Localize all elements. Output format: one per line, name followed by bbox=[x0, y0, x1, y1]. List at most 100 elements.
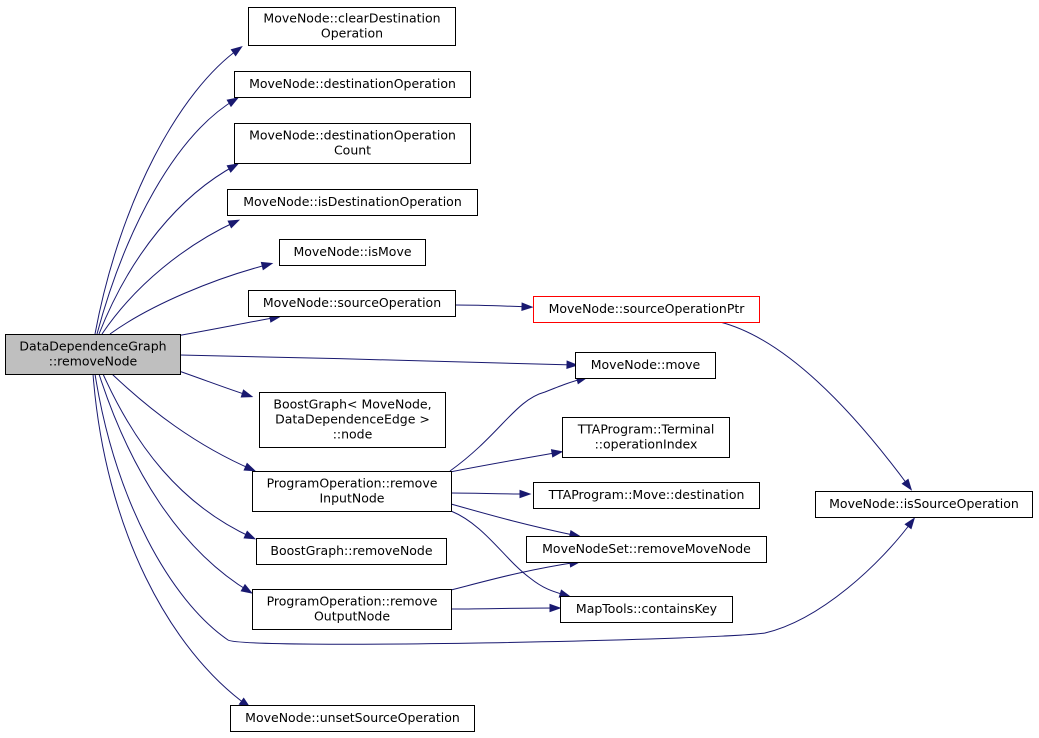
edge-line bbox=[454, 304, 531, 308]
arrowhead bbox=[226, 163, 240, 173]
edge-line bbox=[450, 503, 579, 537]
edge-root-to-isDestOp bbox=[101, 219, 241, 335]
node-box bbox=[227, 189, 478, 216]
node-label-line: ProgramOperation::remove bbox=[267, 476, 438, 491]
node-srcOp[interactable]: MoveNode::sourceOperation bbox=[248, 290, 456, 317]
edge-root-to-bgNode bbox=[175, 369, 254, 398]
edges-layer bbox=[92, 45, 916, 709]
edge-root-to-isMove bbox=[109, 261, 274, 335]
node-box bbox=[252, 471, 452, 512]
node-label-line: Operation bbox=[321, 26, 383, 41]
node-containsKey[interactable]: MapTools::containsKey bbox=[560, 596, 733, 623]
node-label-line: TTAProgram::Terminal bbox=[577, 422, 715, 437]
arrowhead bbox=[240, 583, 253, 594]
arrowhead bbox=[904, 517, 916, 530]
node-label-line: MoveNode::isMove bbox=[293, 244, 411, 259]
node-move[interactable]: MoveNode::move bbox=[575, 352, 716, 379]
node-box bbox=[562, 417, 730, 458]
node-label-line: MoveNode::isDestinationOperation bbox=[243, 194, 462, 209]
arrowhead bbox=[243, 462, 257, 472]
node-label-line: ::operationIndex bbox=[595, 437, 698, 452]
edge-line bbox=[175, 316, 279, 337]
node-label-line: ProgramOperation::remove bbox=[267, 594, 438, 609]
edge-root-to-unsetSrc bbox=[92, 373, 251, 709]
node-label-line: MoveNode::isSourceOperation bbox=[829, 496, 1019, 511]
edge-line bbox=[98, 164, 237, 335]
node-box bbox=[575, 352, 716, 379]
arrowhead bbox=[226, 97, 239, 108]
edge-removeOutput-to-removeMoveNode bbox=[450, 558, 582, 591]
arrowhead bbox=[521, 302, 534, 311]
edge-removeInput-to-opIndex bbox=[449, 449, 564, 473]
edge-line bbox=[101, 220, 238, 335]
node-label-line: OutputNode bbox=[314, 609, 390, 624]
node-label-line: DataDependenceEdge > bbox=[275, 412, 430, 427]
edge-root-to-destOpCount bbox=[98, 163, 240, 335]
node-label-line: Count bbox=[334, 143, 371, 158]
edge-root-to-removeOutput bbox=[98, 373, 253, 594]
node-box bbox=[230, 705, 475, 732]
arrowhead bbox=[550, 449, 564, 458]
arrowhead bbox=[240, 389, 254, 398]
node-bgRemoveNode[interactable]: BoostGraph::removeNode bbox=[256, 538, 447, 565]
edge-removeInput-to-removeMoveNode bbox=[450, 503, 582, 539]
edge-root-to-removeInput bbox=[111, 373, 257, 472]
edge-line bbox=[94, 47, 241, 335]
node-label-line: MoveNode::destinationOperation bbox=[249, 76, 456, 91]
arrowhead bbox=[901, 478, 913, 491]
node-box bbox=[248, 7, 456, 46]
edge-line bbox=[98, 373, 251, 593]
edge-line bbox=[175, 369, 251, 397]
arrowhead bbox=[227, 219, 241, 229]
node-srcOpPtr[interactable]: MoveNode::sourceOperationPtr bbox=[533, 296, 760, 323]
node-box bbox=[533, 482, 760, 509]
arrowhead bbox=[549, 603, 562, 613]
node-box bbox=[256, 538, 447, 565]
edge-root-to-clearDest bbox=[94, 45, 243, 335]
edge-line bbox=[179, 354, 576, 366]
node-destOp[interactable]: MoveNode::destinationOperation bbox=[234, 71, 471, 98]
node-isSrcOp[interactable]: MoveNode::isSourceOperation bbox=[815, 491, 1033, 518]
node-root[interactable]: DataDependenceGraph::removeNode bbox=[5, 334, 181, 375]
node-box bbox=[234, 71, 471, 98]
node-box bbox=[5, 334, 181, 375]
edge-line bbox=[94, 373, 914, 645]
node-isMove[interactable]: MoveNode::isMove bbox=[279, 239, 426, 266]
arrowhead bbox=[519, 489, 532, 499]
edge-srcOp-to-srcOpPtr bbox=[454, 302, 534, 311]
node-label-line: ::node bbox=[333, 427, 373, 442]
node-unsetSrc[interactable]: MoveNode::unsetSourceOperation bbox=[230, 705, 475, 732]
node-box bbox=[815, 491, 1033, 518]
node-opIndex[interactable]: TTAProgram::Terminal::operationIndex bbox=[562, 417, 730, 458]
edge-root-to-srcOp bbox=[175, 314, 282, 337]
node-box bbox=[259, 392, 446, 448]
node-removeMoveNode[interactable]: MoveNodeSet::removeMoveNode bbox=[526, 536, 767, 563]
node-bgNode[interactable]: BoostGraph< MoveNode,DataDependenceEdge … bbox=[259, 392, 446, 448]
edge-removeInput-to-moveDest bbox=[450, 489, 532, 499]
edge-line bbox=[450, 510, 569, 597]
node-moveDest[interactable]: TTAProgram::Move::destination bbox=[533, 482, 760, 509]
arrowhead bbox=[566, 360, 579, 369]
node-isDestOp[interactable]: MoveNode::isDestinationOperation bbox=[227, 189, 478, 216]
node-label-line: MoveNode::clearDestination bbox=[263, 11, 440, 26]
node-label-line: TTAProgram::Move::destination bbox=[548, 487, 745, 502]
node-box bbox=[560, 596, 733, 623]
node-label-line: MoveNode::unsetSourceOperation bbox=[245, 710, 460, 725]
edge-line bbox=[111, 373, 254, 471]
edge-root-to-destOp bbox=[96, 97, 239, 335]
node-label-line: MoveNode::sourceOperationPtr bbox=[549, 301, 746, 316]
arrowhead bbox=[230, 45, 243, 57]
edge-line bbox=[450, 492, 529, 495]
edge-line bbox=[449, 377, 586, 472]
node-label-line: DataDependenceGraph bbox=[19, 339, 166, 354]
node-label-line: MoveNodeSet::removeMoveNode bbox=[542, 541, 751, 556]
arrowhead bbox=[260, 261, 274, 271]
node-label-line: BoostGraph::removeNode bbox=[270, 543, 432, 558]
edge-removeOutput-to-containsKey bbox=[450, 603, 562, 613]
node-box bbox=[533, 296, 760, 323]
